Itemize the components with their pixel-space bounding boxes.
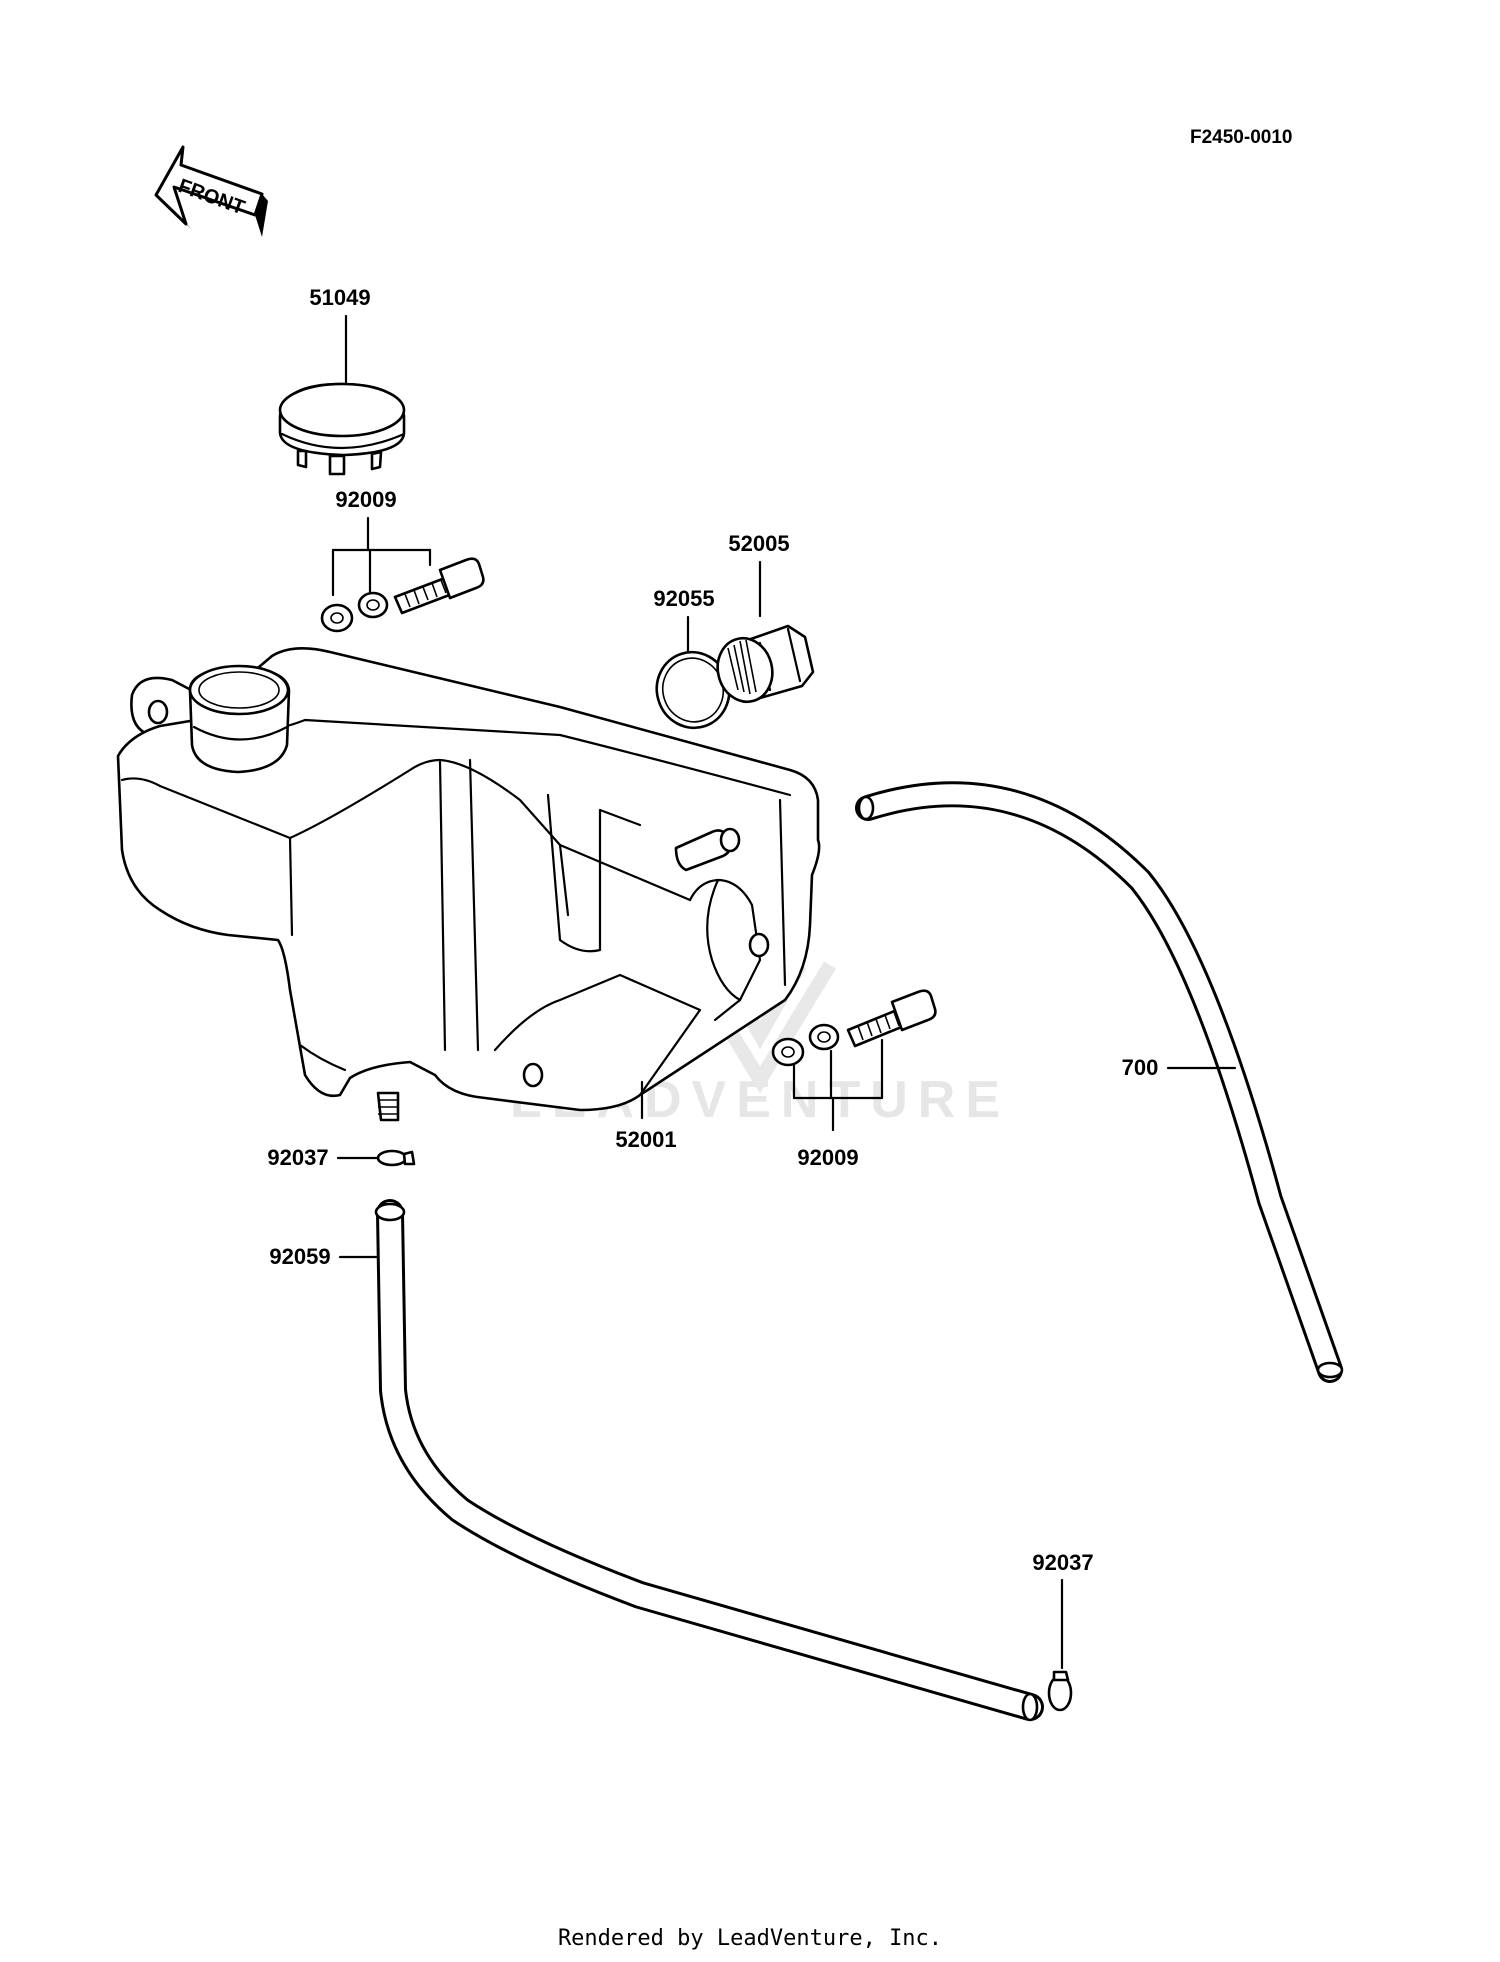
bolt-washers-right [771, 989, 937, 1067]
label-92037-top: 92037 [267, 1145, 328, 1170]
label-51049-cap: 51049 [309, 285, 370, 310]
hose-700 [855, 781, 1344, 1383]
front-arrow: FRONT [154, 145, 268, 237]
hose-92059 [374, 1199, 1044, 1722]
label-92055-gasket: 92055 [653, 586, 714, 611]
label-92009-top: 92009 [335, 487, 396, 512]
label-92059-hose: 92059 [269, 1244, 330, 1269]
bolt-washers-top [320, 557, 485, 633]
reservoir-tank [116, 647, 821, 1122]
label-92009-right: 92009 [797, 1145, 858, 1170]
label-700-hose: 700 [1122, 1055, 1159, 1080]
label-52001-tank: 52001 [615, 1127, 676, 1152]
footer-credit: Rendered by LeadVenture, Inc. [557, 1926, 943, 1951]
front-arrow-label: FRONT [175, 175, 247, 219]
radiator-cap [278, 382, 406, 476]
hose-clamp-top [376, 1149, 416, 1167]
hose-clamp-bottom [1047, 1670, 1073, 1712]
label-52005-plug: 52005 [728, 531, 789, 556]
figure-code: F2450-0010 [1190, 127, 1292, 148]
label-92037-bottom: 92037 [1032, 1550, 1093, 1575]
drain-plug [716, 624, 815, 704]
